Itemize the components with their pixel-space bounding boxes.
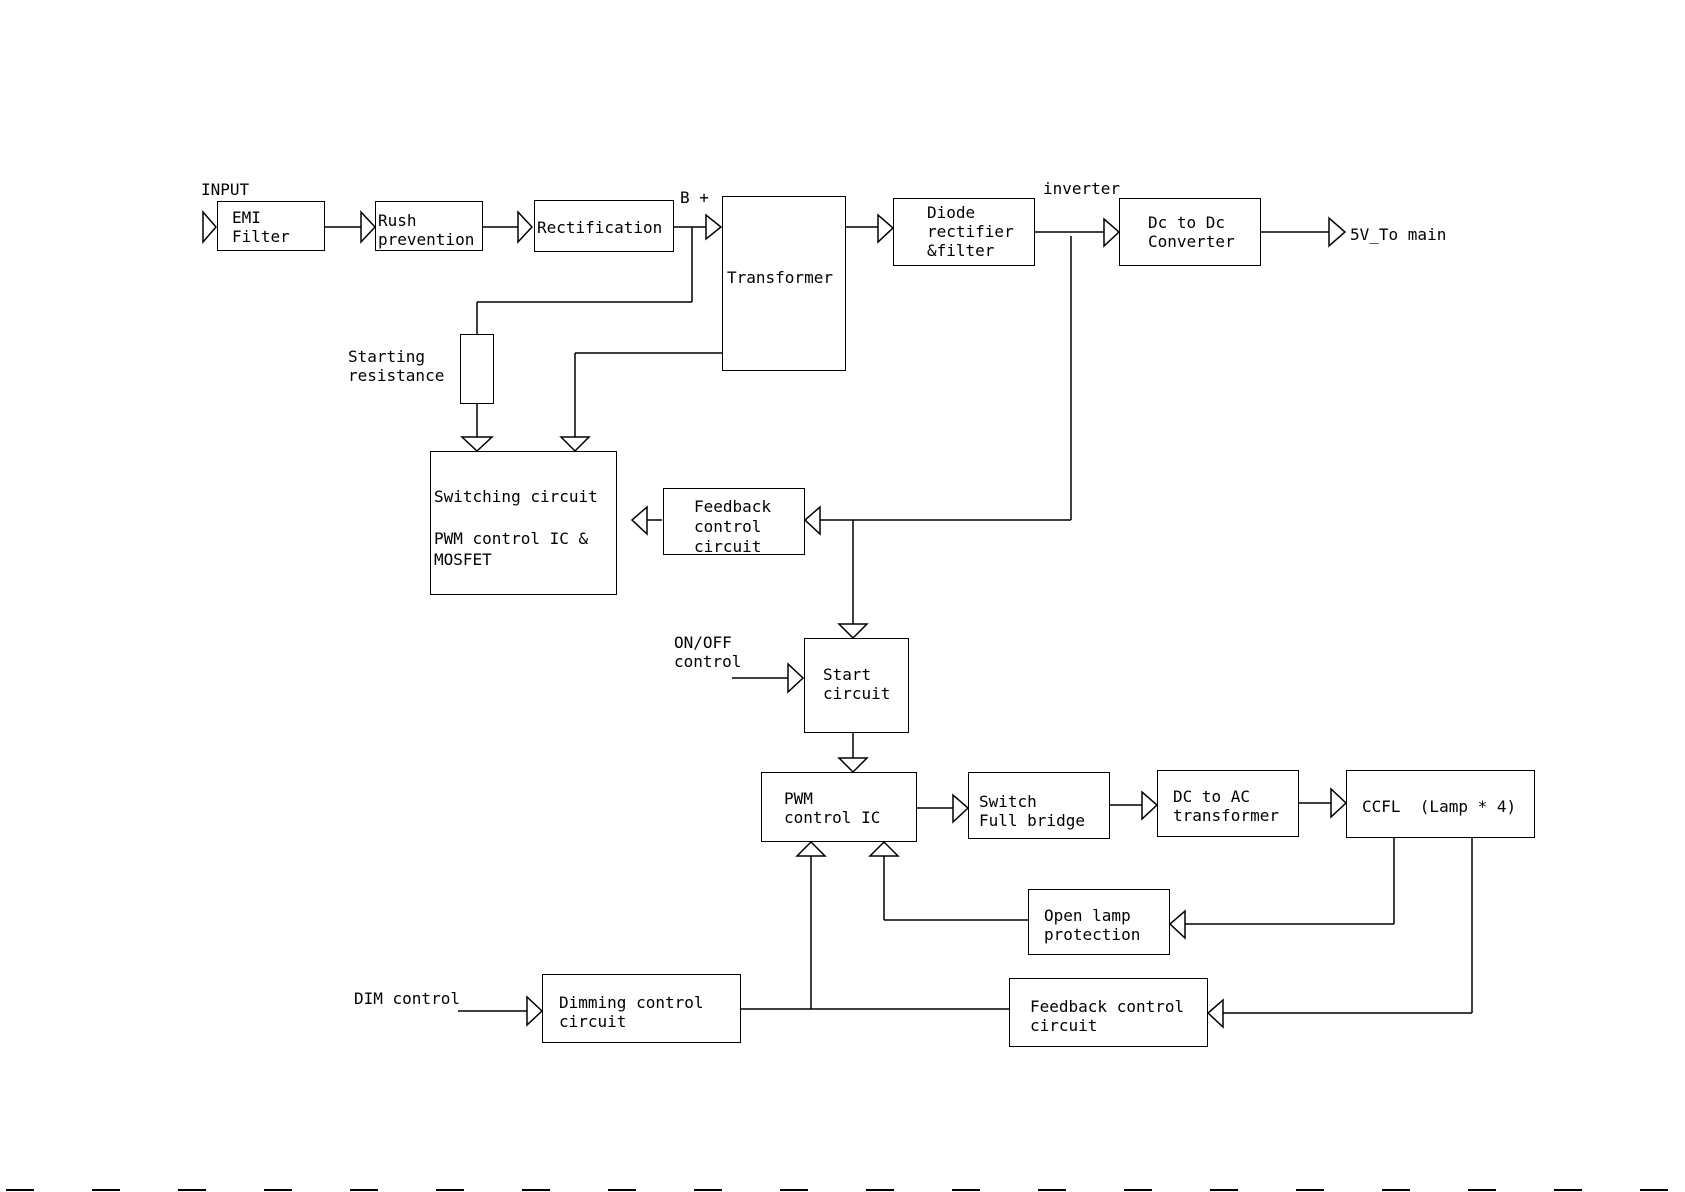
- output-5v-label: 5V_To main: [1350, 225, 1447, 244]
- feedback-control-circuit-lower-text: Feedback control circuit: [1030, 997, 1185, 1035]
- open-lamp-protection-block: Open lamp protection: [1028, 889, 1170, 955]
- pwm-control-ic-block: PWM control IC: [761, 772, 917, 842]
- b-plus-label: B +: [680, 188, 709, 207]
- emi-filter-block: EMI Filter: [217, 201, 325, 251]
- dc-to-ac-transformer-block: DC to AC transformer: [1157, 770, 1299, 837]
- switching-circuit-text: Switching circuit PWM control IC & MOSFE…: [434, 487, 598, 569]
- dimming-control-circuit-text: Dimming control circuit: [559, 993, 704, 1031]
- rectification-block: Rectification: [534, 200, 674, 252]
- diode-rectifier-block: Diode rectifier &filter: [893, 198, 1035, 266]
- start-circuit-block: Start circuit: [804, 638, 909, 733]
- rectification-text: Rectification: [537, 218, 663, 237]
- on-off-control-label: ON/OFF control: [674, 633, 742, 671]
- dimming-control-circuit-block: Dimming control circuit: [542, 974, 741, 1043]
- feedback-control-circuit-upper-block: Feedback control circuit: [663, 488, 805, 556]
- rush-prevention-block: Rush prevention: [375, 201, 483, 251]
- page-bottom-border: [6, 1189, 1680, 1191]
- open-lamp-protection-text: Open lamp protection: [1044, 906, 1141, 944]
- dc-to-ac-transformer-text: DC to AC transformer: [1173, 787, 1279, 825]
- starting-resistor: [460, 334, 494, 404]
- pwm-control-ic-text: PWM control IC: [784, 789, 881, 827]
- switch-full-bridge-block: Switch Full bridge: [968, 772, 1110, 839]
- diode-rectifier-text: Diode rectifier &filter: [927, 203, 1014, 260]
- rush-prevention-text: Rush prevention: [378, 211, 475, 249]
- start-circuit-text: Start circuit: [823, 665, 891, 703]
- starting-resistance-label: Starting resistance: [348, 347, 445, 385]
- dim-control-label: DIM control: [354, 989, 460, 1008]
- feedback-control-circuit-upper-text: Feedback control circuit: [694, 497, 772, 556]
- transformer-block: Transformer: [722, 196, 846, 371]
- input-label: INPUT: [201, 180, 250, 199]
- switch-full-bridge-text: Switch Full bridge: [979, 792, 1085, 830]
- dc-dc-converter-block: Dc to Dc Converter: [1119, 198, 1261, 266]
- emi-filter-text: EMI Filter: [232, 208, 290, 246]
- dc-dc-converter-text: Dc to Dc Converter: [1148, 213, 1235, 251]
- switching-circuit-block: Switching circuit PWM control IC & MOSFE…: [430, 451, 617, 595]
- ccfl-lamp-text: CCFL (Lamp * 4): [1362, 797, 1517, 816]
- ccfl-lamp-block: CCFL (Lamp * 4): [1346, 770, 1535, 838]
- transformer-text: Transformer: [727, 268, 833, 287]
- inverter-label: inverter: [1043, 179, 1121, 198]
- feedback-control-circuit-lower-block: Feedback control circuit: [1009, 978, 1208, 1047]
